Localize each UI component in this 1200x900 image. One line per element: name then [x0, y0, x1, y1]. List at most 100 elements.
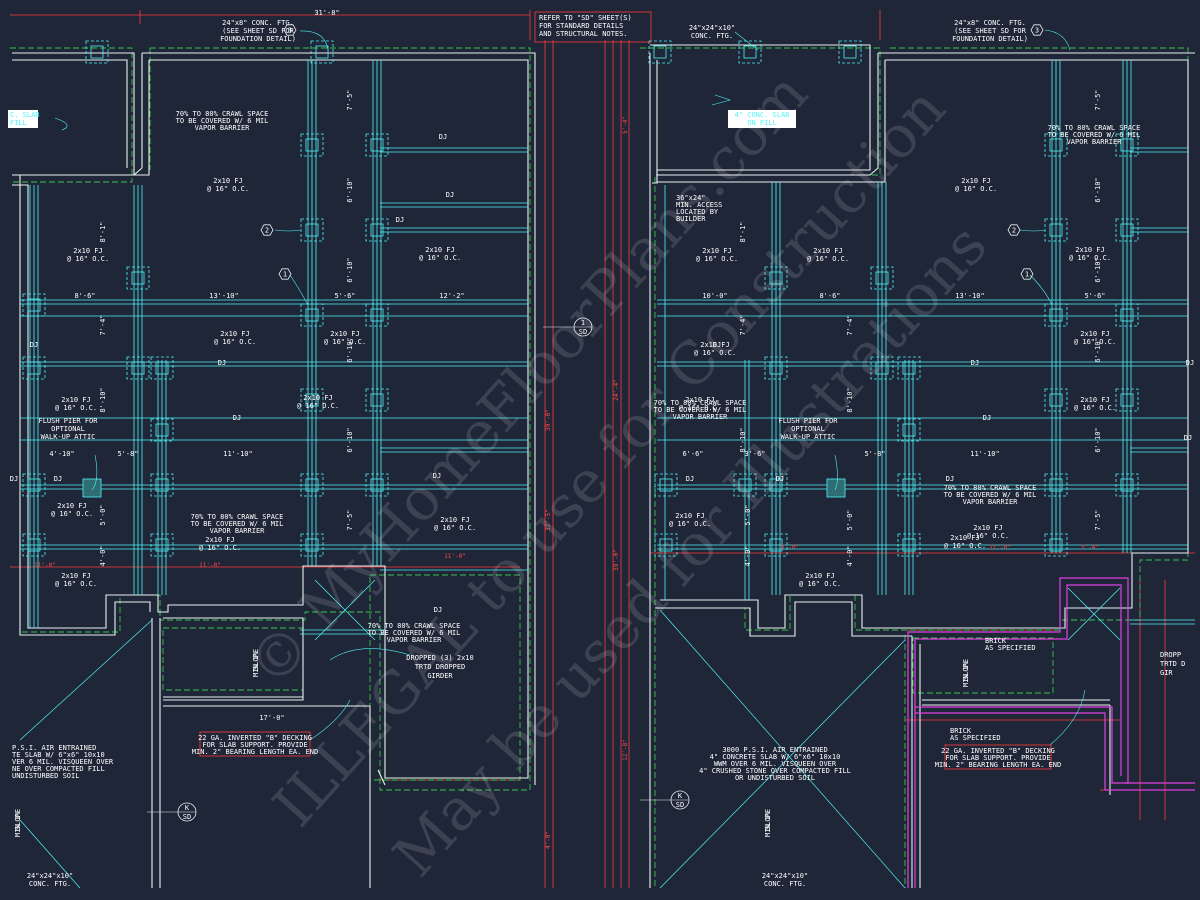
pier-footing	[897, 473, 921, 497]
red-dimension-label: 5'-8"	[781, 544, 799, 551]
pier-footing	[365, 133, 389, 157]
pier-block	[305, 478, 319, 492]
pier-block	[738, 478, 752, 492]
pier-block	[90, 45, 104, 59]
slab-note-right: WWM OVER 6 MIL. VISQUEEN OVER	[714, 760, 837, 768]
tag-2-left-label: 2	[265, 227, 269, 235]
crawl-space-note: 70% TO 80% CRAWL SPACE	[944, 484, 1037, 492]
dimension-label-vertical: 6'-10"	[1094, 177, 1102, 202]
red-dimension-label: 11'-0"	[444, 553, 466, 560]
pier-footing	[1115, 473, 1139, 497]
crawl-space-note: VAPOR BARRIER	[963, 498, 1019, 506]
pier-block	[769, 361, 783, 375]
pier-block	[843, 45, 857, 59]
tag-1-left	[278, 268, 292, 280]
dropped-girder-note-right: DROPP	[1160, 651, 1181, 659]
foundation-walls	[12, 44, 1195, 888]
floor-joist-note: @ 16" O.C.	[955, 185, 997, 193]
slab-label-left: C. SLAB	[10, 111, 40, 119]
dj-label: DJ	[686, 475, 694, 483]
pier-footing	[150, 418, 174, 442]
crawl-space-note: TO BE COVERED W/ 6 MIL	[191, 520, 284, 528]
dimension-label: 5'-6"	[1084, 292, 1105, 300]
red-dimension-label: 11'-0"	[199, 562, 221, 569]
slope-note-left-lower: MIN 1%	[14, 811, 22, 837]
flush-pier-note-right: WALK-UP ATTIC	[781, 433, 836, 441]
floor-joist-note: @ 16" O.C.	[944, 542, 986, 550]
pier-footing	[870, 356, 894, 380]
floor-joist-note: 2x10 FJ	[303, 394, 333, 402]
pier-block	[155, 478, 169, 492]
decking-note-left: 22 GA. INVERTED "B" DECKING	[198, 734, 312, 742]
pier-block	[769, 478, 783, 492]
pier-footing	[150, 533, 174, 557]
floor-joist-note: @ 16" O.C.	[419, 254, 461, 262]
floor-joist-note: @ 16" O.C.	[696, 255, 738, 263]
red-dimension-label: 39'-0"	[545, 409, 552, 431]
slope-note-left-upper: SLOPE	[252, 649, 260, 670]
floor-joist-note: 2x10 FJ	[1075, 246, 1105, 254]
annotation-texts: REFER TO "SD" SHEET(S)FOR STANDARD DETAI…	[8, 9, 1194, 888]
tag-3-right	[1030, 24, 1044, 36]
slab-diagonals	[19, 579, 1121, 889]
decking-note-box-right	[944, 744, 1052, 770]
pier-footing	[1115, 303, 1139, 327]
footing-note-right: (SEE SHEET SD FOR	[954, 27, 1026, 35]
slab-note-right: 4" CRUSHED STONE OVER COMPACTED FILL	[699, 767, 851, 775]
red-dimension-label: 39'-0"	[613, 549, 620, 571]
dimension-label: 5'-8"	[117, 450, 138, 458]
leader-lines	[54, 29, 1086, 746]
slab-label-right: ON FILL	[747, 119, 777, 127]
red-dimension-label: 5'-4"	[622, 116, 629, 134]
joist-lines	[20, 147, 1195, 635]
pier-footing	[300, 133, 324, 157]
dj-label: DJ	[971, 359, 979, 367]
pier-footing	[300, 218, 324, 242]
pier-block	[1120, 478, 1134, 492]
pier-footing	[365, 388, 389, 412]
pier-footing	[738, 40, 762, 64]
refer-note: REFER TO "SD" SHEET(S)	[539, 14, 632, 22]
crawl-space-note: TO BE COVERED W/ 6 MIL	[368, 629, 461, 637]
pier-block	[1049, 393, 1063, 407]
floor-joist-note: 2x10 FJ	[685, 396, 715, 404]
pier-footing	[365, 473, 389, 497]
dj-label: DJ	[713, 341, 721, 349]
pier-footing	[300, 303, 324, 327]
pier-footing	[1044, 388, 1068, 412]
tag-3-left-label: 3	[288, 27, 292, 35]
pier-footing	[1115, 388, 1139, 412]
pier-block	[1120, 138, 1134, 152]
red-dimension-label: 12'-8"	[622, 739, 629, 761]
dropped-girder-note: TRTD DROPPED	[415, 663, 466, 671]
dimension-label-vertical: 7'-5"	[346, 89, 354, 110]
pier-block	[370, 138, 384, 152]
red-dimension-label: 11'-0"	[989, 544, 1011, 551]
dj-label: DJ	[396, 216, 404, 224]
pier-footing	[85, 40, 109, 64]
slab-note-left: TE SLAB W/ 6"x6" 10x10	[12, 751, 105, 759]
dj-label: DJ	[446, 191, 454, 199]
floor-joist-note: 2x10 FJ	[805, 572, 835, 580]
pier-footing	[764, 473, 788, 497]
pier-footing	[365, 303, 389, 327]
dimension-label: 8'-6"	[819, 292, 840, 300]
dj-label: DJ	[983, 414, 991, 422]
dimension-label-vertical: 8'-10"	[99, 387, 107, 412]
pier-footing-note: CONC. FTG.	[691, 32, 733, 40]
dj-label: DJ	[233, 414, 241, 422]
pier-footing	[22, 356, 46, 380]
access-note: LOCATED BY	[676, 208, 719, 216]
dimension-label-vertical: 6'-10"	[1094, 337, 1102, 362]
dimension-label-vertical: 6'-10"	[346, 337, 354, 362]
slab-note-right: 4" CONCRETE SLAB W/ 6"x6" 10x10	[710, 753, 841, 761]
floor-joist-note: @ 16" O.C.	[967, 532, 1009, 540]
dimension-label: 31'-8"	[314, 9, 339, 17]
crawl-space-note: 70% TO 80% CRAWL SPACE	[191, 513, 284, 521]
decking-note-right: MIN. 2" BEARING LENGTH EA. END	[935, 761, 1061, 769]
pier-block	[305, 223, 319, 237]
crawl-space-note: VAPOR BARRIER	[1067, 138, 1123, 146]
dimension-label: 13'-10"	[955, 292, 985, 300]
floor-joist-note: @ 16" O.C.	[324, 338, 366, 346]
dimension-label-vertical: 6'-10"	[1094, 427, 1102, 452]
